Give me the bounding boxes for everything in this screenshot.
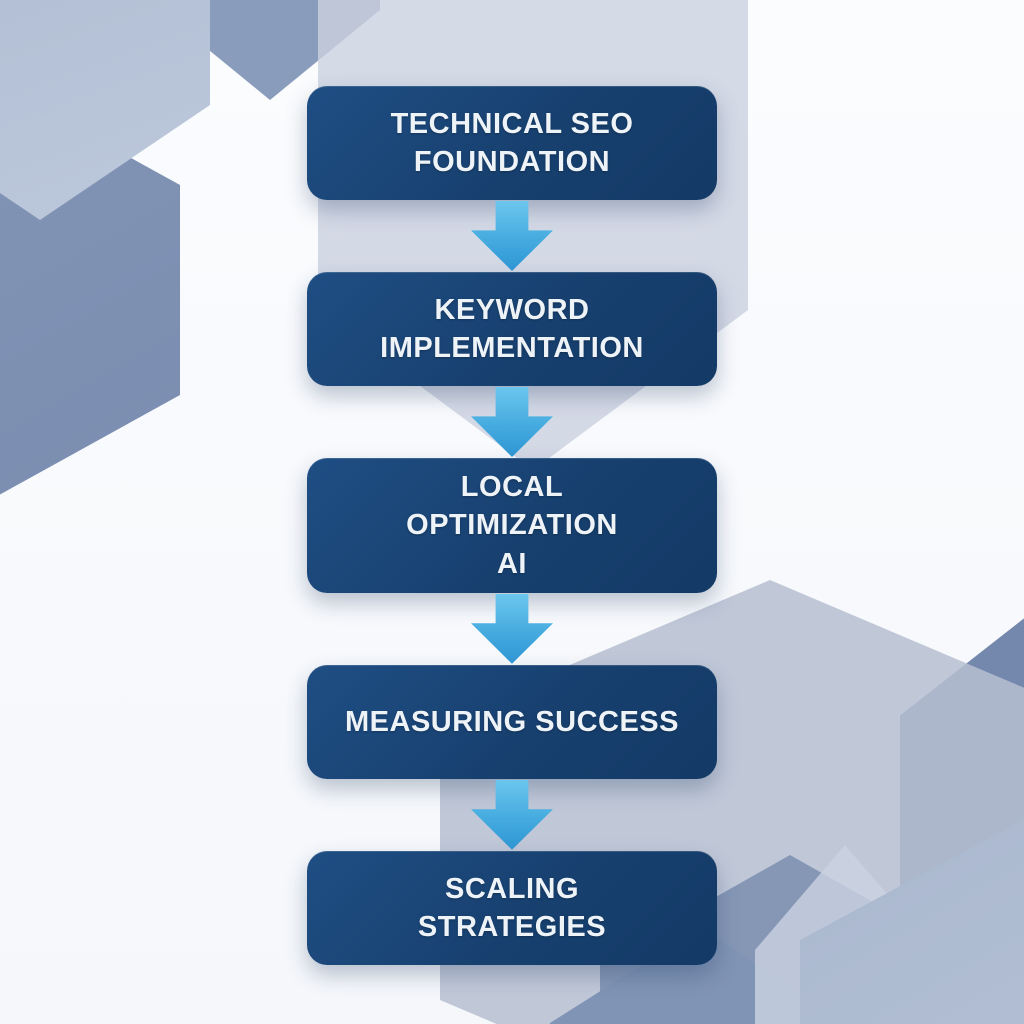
down-arrow-icon bbox=[471, 201, 553, 271]
step-box-measuring-success: MEASURING SUCCESS bbox=[307, 664, 717, 779]
step-label: KEYWORD IMPLEMENTATION bbox=[380, 293, 644, 364]
step-label: TECHNICAL SEO FOUNDATION bbox=[390, 107, 634, 178]
step-label: LOCAL OPTIMIZATION AI bbox=[406, 471, 618, 580]
step-box-technical-seo-foundation: TECHNICAL SEO FOUNDATION bbox=[307, 86, 717, 200]
step-box-scaling-strategies: SCALING STRATEGIES bbox=[307, 850, 717, 965]
step-box-local-optimization-ai: LOCAL OPTIMIZATION AI bbox=[307, 458, 717, 593]
down-arrow-icon bbox=[471, 779, 553, 850]
step-label: MEASURING SUCCESS bbox=[345, 705, 679, 738]
down-arrow-icon bbox=[471, 593, 553, 664]
step-box-keyword-implementation: KEYWORD IMPLEMENTATION bbox=[307, 272, 717, 386]
down-arrow-icon bbox=[471, 387, 553, 457]
step-label: SCALING STRATEGIES bbox=[417, 872, 607, 943]
